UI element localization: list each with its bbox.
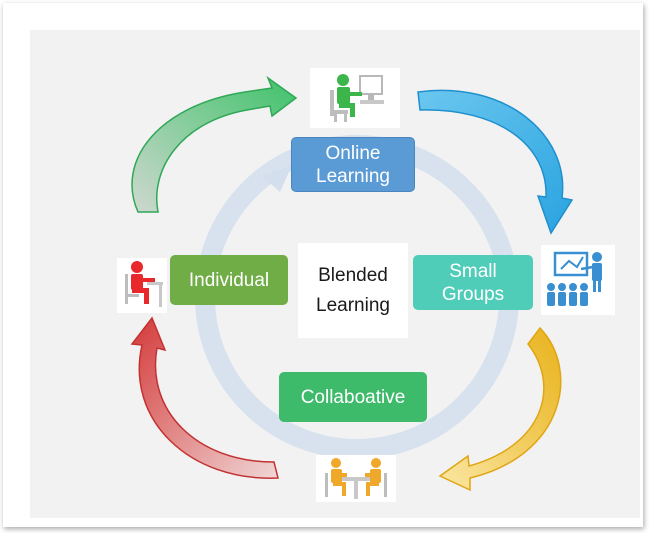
blue-cycle-arrow [417,89,574,235]
presenter-with-audience-icon [547,251,602,306]
online-learning-box: Online Learning [291,137,415,192]
collaborative-label: Collaboative [300,386,406,408]
online-learning-label-line1: Online [325,142,381,164]
center-label-line2: Learning [316,294,390,316]
small-groups-label-line2: Groups [441,283,505,305]
online-learning-card [310,68,400,128]
ring-arrowhead [262,165,292,192]
person-at-computer-icon [330,74,384,122]
red-cycle-arrow [130,316,279,479]
center-label-line1: Blended [318,264,388,286]
small-groups-card [541,245,615,315]
green-cycle-arrow [131,75,298,213]
individual-label: Individual [188,269,270,291]
individual-card [117,258,167,313]
collaborative-box: Collaboative [279,372,427,422]
small-groups-label-line1: Small [449,260,497,282]
person-at-desk-icon [125,261,163,307]
two-people-at-desk-icon [325,458,387,499]
collaborative-card [316,455,396,502]
yellow-cycle-arrow [438,326,562,492]
blended-learning-center: Blended Learning [298,243,408,338]
individual-box: Individual [170,255,288,305]
online-learning-label-line2: Learning [316,165,390,187]
small-groups-box: Small Groups [413,255,533,310]
